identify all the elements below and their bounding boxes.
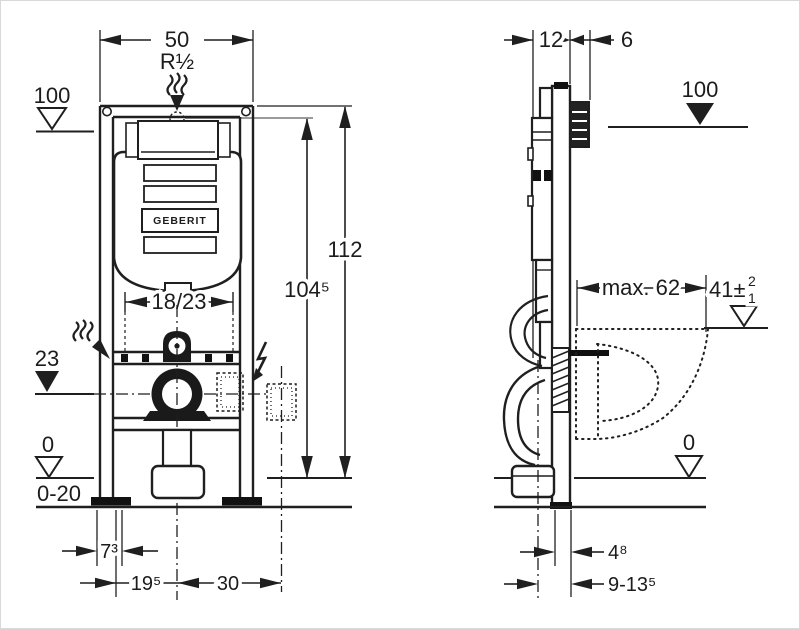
dim-bracket-depth-label: 6	[621, 27, 633, 52]
dim-flush-offset-label: 18/23	[151, 289, 206, 314]
corner-screw-icon	[102, 106, 113, 117]
access-window	[137, 120, 219, 160]
dim-max-outlet-label: max. 62	[602, 275, 680, 300]
dim-frame-depth-label: 12	[539, 27, 563, 52]
drain-outlet-front	[150, 428, 206, 500]
water-supply-left-icon	[72, 319, 110, 359]
bowl-tol-plus-label: 2	[748, 273, 756, 289]
front-level-100	[36, 107, 94, 133]
side-level-0-label: 0	[683, 430, 695, 455]
arrow-left-icon	[100, 34, 121, 46]
side-view: 12 6	[494, 24, 768, 600]
dim-flush-wall-label: 4⁸	[608, 542, 628, 564]
level-triangle-open-icon	[34, 456, 64, 479]
frame-rail-side	[550, 82, 572, 509]
floor-buildup-label: 0-20	[37, 481, 81, 506]
side-dim-max62	[576, 275, 707, 332]
side-dim-depth	[504, 30, 614, 358]
water-thread-label: R½	[160, 49, 194, 74]
front-level-0-label: 0	[42, 432, 54, 457]
electrical-connection-icon	[252, 341, 268, 382]
side-bottom-dims	[504, 510, 604, 597]
front-level-23-label: 23	[35, 346, 59, 371]
flush-pipe-horizontal	[569, 350, 609, 356]
level-triangle-open-icon	[674, 455, 704, 479]
brand-label: GEBERIT	[153, 215, 207, 227]
side-level-100	[608, 103, 748, 128]
flush-bend-side	[509, 294, 609, 413]
dim-width-label: 50	[165, 27, 189, 52]
side-level-41	[704, 305, 768, 329]
front-level-100-label: 100	[34, 83, 71, 108]
drain-trap	[502, 360, 556, 600]
arrow-right-icon	[232, 34, 253, 46]
side-level-0	[494, 455, 706, 509]
logo-plate	[141, 208, 219, 233]
water-supply-top-icon	[166, 72, 188, 111]
drain-bend-front	[143, 305, 211, 600]
side-level-100-label: 100	[682, 77, 719, 102]
corner-screw-icon	[241, 106, 252, 117]
level-triangle-filled-icon	[686, 103, 714, 125]
dim-drain-left-label: 19⁵	[131, 573, 162, 595]
dim-connection-height-label: 104⁵	[284, 277, 330, 302]
wall-bracket	[569, 101, 590, 148]
flush-bend-front	[121, 331, 233, 362]
front-dim-width	[99, 30, 254, 102]
wc-bowl-outline	[575, 328, 709, 440]
level-triangle-filled-icon	[35, 371, 59, 392]
cistern-side-profile	[527, 86, 554, 370]
dim-total-height-label: 112	[327, 237, 362, 262]
front-view: 50 R½ 100	[34, 27, 366, 600]
foot-plate-right	[222, 497, 262, 506]
level-triangle-open-icon	[36, 107, 68, 131]
foot-plate-left	[91, 497, 131, 506]
front-dim-112	[257, 105, 352, 478]
dim-outlet-wall-label: 9-13⁵	[608, 574, 656, 596]
front-level-0	[34, 456, 352, 509]
bowl-tol-minus-label: 1	[748, 290, 756, 306]
dim-bowl-height-label: 41±	[709, 277, 746, 302]
dim-leg-offset-label: 7³	[100, 541, 118, 563]
front-dim-flush-offset	[124, 292, 234, 352]
dim-drain-right-label: 30	[217, 573, 239, 595]
utility-box-dashed	[216, 366, 297, 592]
level-triangle-open-icon	[729, 305, 759, 328]
front-level-23	[35, 371, 268, 395]
cistern	[112, 120, 243, 297]
front-bottom-dims	[62, 510, 281, 597]
